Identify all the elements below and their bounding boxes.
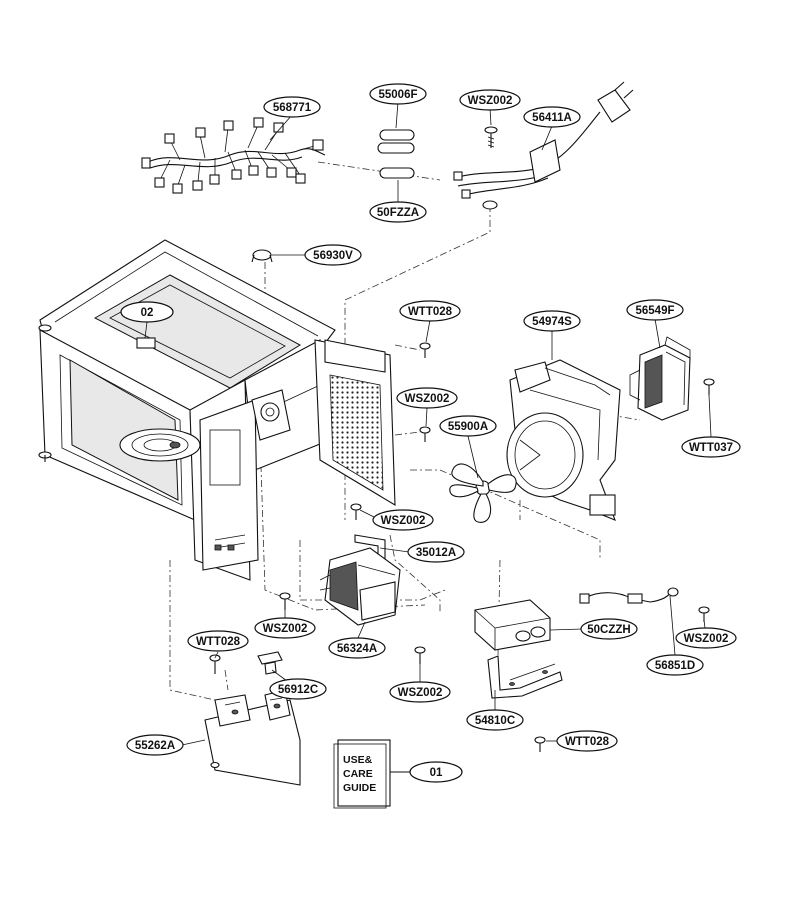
svg-text:56930V: 56930V — [313, 250, 353, 262]
callout-wsz002-b: WSZ002 — [372, 509, 434, 531]
svg-text:56549F: 56549F — [635, 305, 674, 317]
book-line-2: CARE — [343, 768, 373, 780]
use-care-guide-book: USE& CARE GUIDE — [333, 739, 412, 809]
fan-duct-54974S[interactable] — [506, 359, 621, 521]
svg-text:56324A: 56324A — [337, 643, 377, 655]
leader-lines — [144, 101, 712, 746]
callout-56324A: 56324A — [328, 637, 386, 659]
book-line-1: USE& — [343, 754, 373, 766]
fuse-50FZZA[interactable] — [379, 167, 415, 179]
svg-text:WTT037: WTT037 — [689, 442, 733, 454]
callout-wsz002-e: WSZ002 — [675, 627, 737, 649]
callout-56851D: 56851D — [646, 654, 704, 676]
svg-text:55900A: 55900A — [448, 421, 488, 433]
callout-wtt037: WTT037 — [681, 436, 741, 458]
callout-wtt028-b: WTT028 — [187, 630, 249, 652]
callout-56930V: 56930V — [304, 244, 362, 266]
callout-55262A: 55262A — [126, 734, 184, 756]
callout-wsz002-c: WSZ002 — [254, 617, 316, 639]
callout-wsz002-top: WSZ002 — [459, 89, 521, 111]
screw-wsz002-a[interactable] — [419, 426, 431, 442]
latch-board-55262A[interactable] — [204, 689, 301, 786]
callout-02: 02 — [120, 301, 174, 323]
svg-text:WSZ002: WSZ002 — [684, 633, 729, 645]
svg-text:56851D: 56851D — [655, 660, 695, 672]
svg-text:WSZ002: WSZ002 — [381, 515, 426, 527]
svg-text:55006F: 55006F — [378, 89, 417, 101]
fuse-55006F[interactable] — [377, 129, 415, 154]
microwave-cavity[interactable] — [38, 239, 396, 581]
svg-text:568771: 568771 — [273, 102, 312, 114]
svg-text:WTT028: WTT028 — [408, 306, 453, 318]
callout-55900A: 55900A — [439, 415, 497, 437]
svg-text:WSZ002: WSZ002 — [468, 95, 513, 107]
callout-wtt028-c: WTT028 — [556, 730, 618, 752]
svg-text:54810C: 54810C — [475, 715, 515, 727]
screw-wtt028-a[interactable] — [419, 342, 431, 358]
callout-wsz002-a: WSZ002 — [396, 387, 458, 409]
wire-harness-568771[interactable] — [141, 117, 326, 194]
callout-568771: 568771 — [263, 96, 321, 118]
callout-35012A: 35012A — [407, 541, 465, 563]
fan-blade-55900A[interactable] — [449, 463, 517, 523]
svg-text:WTT028: WTT028 — [196, 636, 241, 648]
transformer-56549F[interactable] — [629, 336, 691, 421]
power-cord-56411A[interactable] — [453, 81, 634, 210]
callout-01: 01 — [409, 761, 463, 783]
svg-text:56912C: 56912C — [278, 684, 318, 696]
capacitor-50CZZH[interactable] — [474, 599, 551, 651]
magnetron-56324A[interactable] — [319, 547, 401, 626]
screw-wsz002-top[interactable] — [484, 126, 498, 148]
switch-56912C[interactable] — [257, 651, 283, 675]
svg-text:56411A: 56411A — [532, 112, 572, 124]
svg-text:35012A: 35012A — [416, 547, 456, 559]
svg-text:50CZZH: 50CZZH — [587, 624, 630, 636]
callout-54810C: 54810C — [466, 709, 524, 731]
screw-wsz002-e[interactable] — [698, 606, 710, 622]
svg-text:54974S: 54974S — [532, 316, 572, 328]
thermostat-56930V[interactable] — [251, 249, 273, 263]
book-line-3: GUIDE — [343, 782, 376, 794]
svg-text:WSZ002: WSZ002 — [405, 393, 450, 405]
svg-text:WSZ002: WSZ002 — [263, 623, 308, 635]
svg-text:WSZ002: WSZ002 — [398, 687, 443, 699]
screw-wtt037[interactable] — [703, 378, 715, 395]
svg-text:55262A: 55262A — [135, 740, 175, 752]
callout-50FZZA: 50FZZA — [369, 201, 427, 223]
callout-wtt028-a: WTT028 — [399, 300, 461, 322]
callout-55006F: 55006F — [369, 83, 427, 105]
callout-54974S: 54974S — [523, 310, 581, 332]
callout-56549F: 56549F — [626, 299, 684, 321]
callout-56411A: 56411A — [523, 106, 581, 128]
screw-wtt028-c[interactable] — [534, 736, 546, 752]
svg-text:WTT028: WTT028 — [565, 736, 610, 748]
screw-wsz002-b[interactable] — [350, 503, 362, 520]
screw-wsz002-c[interactable] — [279, 592, 291, 610]
callout-56912C: 56912C — [269, 678, 327, 700]
svg-text:02: 02 — [141, 307, 154, 319]
diode-56851D[interactable] — [579, 587, 679, 604]
screw-wsz002-d[interactable] — [414, 646, 426, 664]
svg-text:01: 01 — [430, 767, 443, 779]
callout-wsz002-d: WSZ002 — [389, 681, 451, 703]
svg-text:50FZZA: 50FZZA — [377, 207, 419, 219]
callout-50CZZH: 50CZZH — [580, 618, 638, 640]
capacitor-bracket-54810C[interactable] — [487, 655, 563, 699]
